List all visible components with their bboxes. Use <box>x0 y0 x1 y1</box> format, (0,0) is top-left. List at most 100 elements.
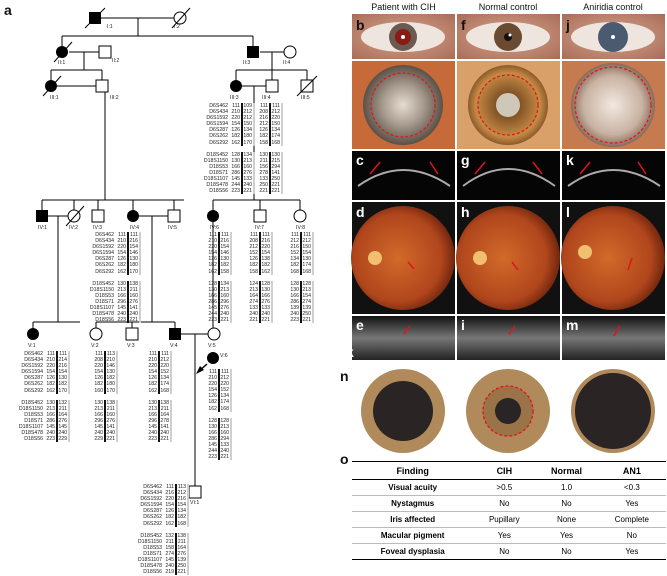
haplotype-bar <box>103 351 106 394</box>
label-iv1: IV:1 <box>38 225 48 231</box>
cell-finding: Foveal dysplasia <box>352 543 474 560</box>
header-normal: Normal <box>535 463 598 480</box>
table-top-rule <box>352 461 666 462</box>
allele-column: 111 210 220 154 126 182 162 130 213 166 … <box>148 351 157 443</box>
label-iv6: IV:6 <box>210 225 220 231</box>
haplotype-bar <box>217 369 220 412</box>
label-iii4: III:4 <box>262 95 271 101</box>
haplotype-bar <box>126 280 129 324</box>
cell: Yes <box>597 543 666 560</box>
label-iv5: IV:5 <box>168 225 178 231</box>
label-i1: I:1 <box>107 24 113 30</box>
panel-label-j: j <box>566 17 570 33</box>
haplotype-bar <box>270 280 273 324</box>
haplotype-bar <box>67 399 70 443</box>
allele-column: 111 210 220 154 126 182 162 128 130 166 … <box>208 232 217 324</box>
cell: None <box>535 511 598 528</box>
label-i2: I:2 <box>174 24 180 30</box>
haplotype-bar <box>115 399 118 443</box>
panel-label-k: k <box>566 152 574 168</box>
haplotype-bar <box>299 232 302 275</box>
label-v4: V:4 <box>170 343 178 349</box>
haplotype-bar <box>311 232 314 275</box>
haplotype-bar <box>229 232 232 275</box>
cell-finding: Iris affected <box>352 511 474 528</box>
haplotype-bar <box>174 484 177 527</box>
haplotype-bar <box>258 280 261 324</box>
label-iv4: IV:4 <box>130 225 140 231</box>
haplotype-bar <box>115 351 118 394</box>
haplotype-bar <box>240 103 243 146</box>
panel-label-e: e <box>356 317 364 333</box>
haplotype-bar <box>157 351 160 394</box>
marker-names: D6S462 D6S434 D6S1592 D6S1594 D6S287 D6S… <box>89 232 114 324</box>
haplotype-bar <box>217 417 220 461</box>
haplotype-bar <box>299 280 302 324</box>
pedigree-diagram <box>27 7 318 499</box>
label-ii2: II:2 <box>112 58 120 64</box>
marker-names: D6S462 D6S434 D6S1592 D6S1594 D6S287 D6S… <box>18 351 43 443</box>
haplotype-bar <box>229 369 232 412</box>
cell: Complete <box>597 511 666 528</box>
haplotype-bar <box>270 232 273 275</box>
allele-column: 111 210 220 154 126 182 162 128 130 166 … <box>231 103 240 195</box>
haplotype-bar <box>217 280 220 324</box>
allele-column: 111 216 220 154 126 182 162 132 211 158 … <box>165 484 174 576</box>
label-v5: V:5 <box>208 343 216 349</box>
cell: <0.3 <box>597 479 666 496</box>
panel-label-k-bottom: k <box>346 344 354 360</box>
label-ii4: II:4 <box>283 60 291 66</box>
label-iii2: III:2 <box>110 95 119 101</box>
haplotype-bar <box>157 399 160 443</box>
haplotype-bar <box>258 232 261 275</box>
label-v2: V:2 <box>91 343 99 349</box>
allele-column: 111 210 220 154 126 182 162 128 130 166 … <box>208 369 217 461</box>
allele-column: 111 212 220 152 134 174 168 138 211 164 … <box>160 351 169 443</box>
cell: 1.0 <box>535 479 598 496</box>
label-iii1: III:1 <box>50 95 59 101</box>
haplotype-bar <box>126 232 129 275</box>
cell: No <box>535 543 598 560</box>
allele-column: 111 212 220 150 134 174 168 130 215 294 … <box>271 103 280 195</box>
label-vi1: VI:1 <box>190 500 200 506</box>
arrows <box>369 161 647 337</box>
panel-label-c: c <box>356 152 364 168</box>
panel-label-l: l <box>566 204 570 220</box>
label-v6: V:6 <box>220 353 228 359</box>
column-header-cih: Patient with CIH <box>371 2 436 12</box>
label-ii1: II:1 <box>58 60 66 66</box>
cell: Yes <box>535 527 598 544</box>
haplotype-bar <box>217 232 220 275</box>
haplotype-bar <box>55 351 58 394</box>
label-iv3: IV:3 <box>93 225 103 231</box>
iris-schematics <box>361 369 655 453</box>
panel-label-b: b <box>356 17 365 33</box>
allele-column: 111 208 216 212 126 182 158 130 211 156 … <box>259 103 268 195</box>
haplotype-bar <box>186 532 189 576</box>
allele-column: 111 212 220 152 134 174 168 128 213 160 … <box>220 369 229 461</box>
row-oct-macula <box>352 316 665 360</box>
marker-names: D6S462 D6S434 D6S1592 D6S1594 D6S287 D6S… <box>203 103 228 195</box>
cell: No <box>473 543 536 560</box>
allele-column: 113 210 146 130 182 180 170 138 211 160 … <box>106 351 115 443</box>
haplotype-bar <box>169 399 172 443</box>
haplotype-bar <box>174 532 177 576</box>
pupil-cih <box>373 381 433 441</box>
haplotype-bar <box>229 280 232 324</box>
haplotype-bar <box>252 103 255 146</box>
label-v3: V:3 <box>127 343 135 349</box>
haplotype-bar <box>138 232 141 275</box>
allele-column: 111 208 220 154 126 182 160 130 213 166 … <box>94 351 103 443</box>
allele-column: 111 212 150 154 130 174 168 128 213 154 … <box>302 232 311 324</box>
marker-names: D6S462 D6S434 D6S1592 D6S1594 D6S287 D6S… <box>137 484 162 576</box>
panel-label-f: f <box>461 17 466 33</box>
cell-finding: Macular pigment <box>352 527 474 544</box>
findings-table: Finding CIH Normal AN1 Visual acuity>0.5… <box>352 463 666 560</box>
cell: Yes <box>597 495 666 512</box>
column-header-aniridia: Aniridia control <box>583 2 643 12</box>
haplotype-bar <box>280 151 283 195</box>
panel-label-d: d <box>356 204 365 220</box>
